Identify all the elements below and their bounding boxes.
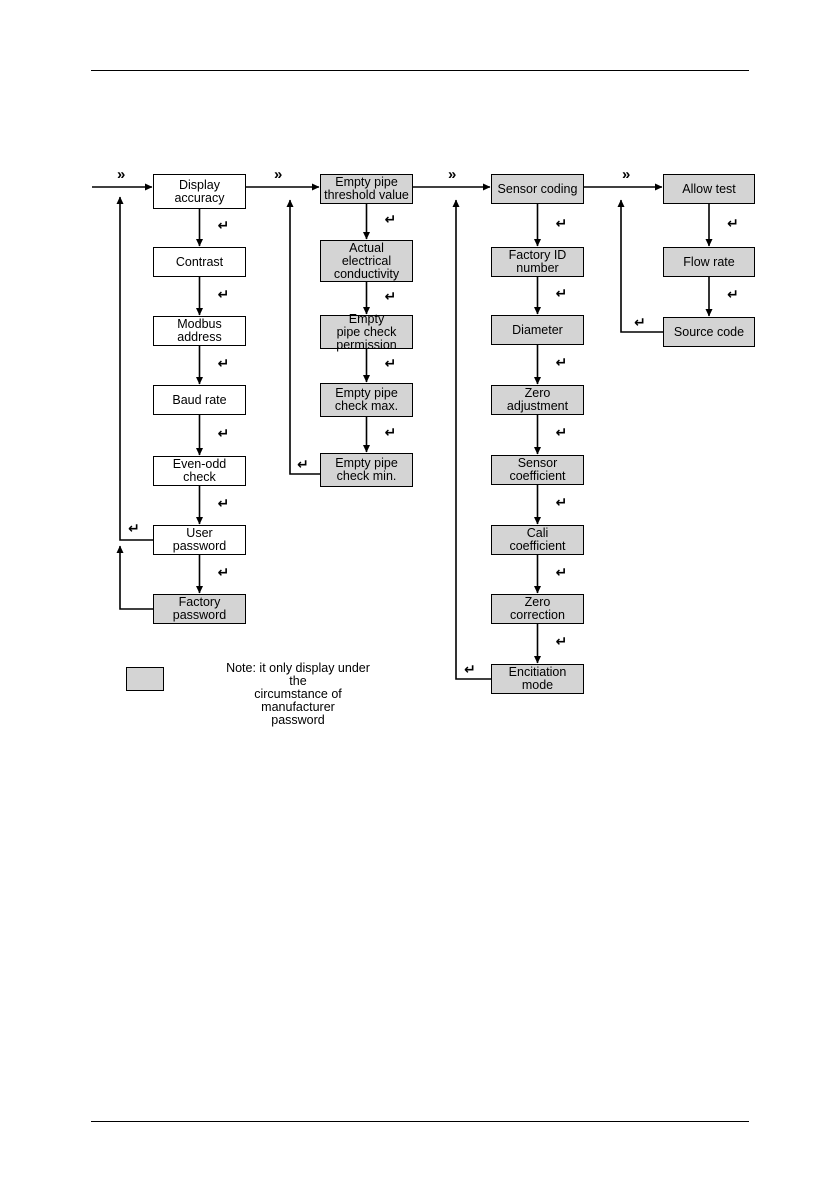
menu-box: Allow test — [663, 174, 755, 204]
enter-key-icon: ↵ — [217, 285, 230, 302]
enter-key-icon: ↵ — [727, 214, 739, 231]
enter-key-icon: ↵ — [384, 424, 397, 440]
enter-key-icon: ↵ — [555, 494, 568, 510]
enter-key-icon: ↵ — [555, 633, 568, 649]
menu-box: Factory ID number — [491, 247, 584, 277]
legend-note: Note: it only display under the circumst… — [226, 661, 370, 727]
enter-key-icon: ↵ — [128, 520, 140, 536]
enter-key-icon: ↵ — [217, 217, 230, 233]
menu-box: Sensor coding — [491, 174, 584, 204]
menu-box: Source code — [663, 317, 755, 347]
menu-box: Empty pipe check min. — [320, 453, 413, 487]
right-key-icon: » — [117, 166, 126, 183]
menu-box: Contrast — [153, 247, 246, 277]
enter-key-icon: ↵ — [217, 354, 230, 371]
menu-box: User password — [153, 525, 246, 555]
menu-box: Empty pipe check max. — [320, 383, 413, 417]
menu-box: Flow rate — [663, 247, 755, 277]
menu-box: Zero adjustment — [491, 385, 584, 415]
enter-key-icon: ↵ — [555, 424, 568, 440]
enter-key-icon: ↵ — [384, 287, 397, 304]
menu-box: Actual electrical conductivity — [320, 240, 413, 282]
right-key-icon: » — [622, 166, 631, 183]
menu-box: Zero correction — [491, 594, 584, 624]
menu-box: Modbus address — [153, 316, 246, 346]
enter-key-icon: ↵ — [464, 661, 476, 677]
menu-box: Factory password — [153, 594, 246, 624]
return-arrow — [116, 196, 153, 541]
enter-key-icon: ↵ — [384, 355, 397, 371]
footer-rule — [91, 1121, 749, 1122]
enter-key-icon: ↵ — [634, 314, 646, 330]
enter-key-icon: ↵ — [727, 286, 739, 302]
return-arrow — [617, 199, 663, 333]
enter-key-icon: ↵ — [217, 563, 230, 580]
enter-key-icon: ↵ — [555, 214, 568, 231]
enter-key-icon: ↵ — [297, 456, 309, 472]
enter-key-icon: ↵ — [555, 354, 568, 370]
enter-key-icon: ↵ — [217, 424, 230, 441]
enter-key-icon: ↵ — [384, 211, 397, 227]
menu-box: Empty pipe threshold value — [320, 174, 413, 204]
right-key-icon: » — [274, 166, 283, 183]
return-arrow — [286, 199, 320, 475]
menu-box: Cali coefficient — [491, 525, 584, 555]
return-arrow — [116, 545, 153, 610]
menu-box: Encitiation mode — [491, 664, 584, 694]
header-rule — [91, 70, 749, 71]
menu-box: Sensor coefficient — [491, 455, 584, 485]
enter-key-icon: ↵ — [555, 563, 568, 580]
menu-box: Diameter — [491, 315, 584, 345]
menu-box: Baud rate — [153, 385, 246, 415]
enter-key-icon: ↵ — [217, 494, 230, 511]
legend-gray-swatch — [126, 667, 164, 691]
right-key-icon: » — [448, 166, 457, 183]
menu-box: Empty pipe check permission — [320, 312, 413, 351]
menu-box: Display accuracy — [153, 174, 246, 209]
return-arrow — [452, 199, 491, 680]
menu-box: Even-odd check — [153, 456, 246, 486]
enter-key-icon: ↵ — [555, 285, 568, 301]
